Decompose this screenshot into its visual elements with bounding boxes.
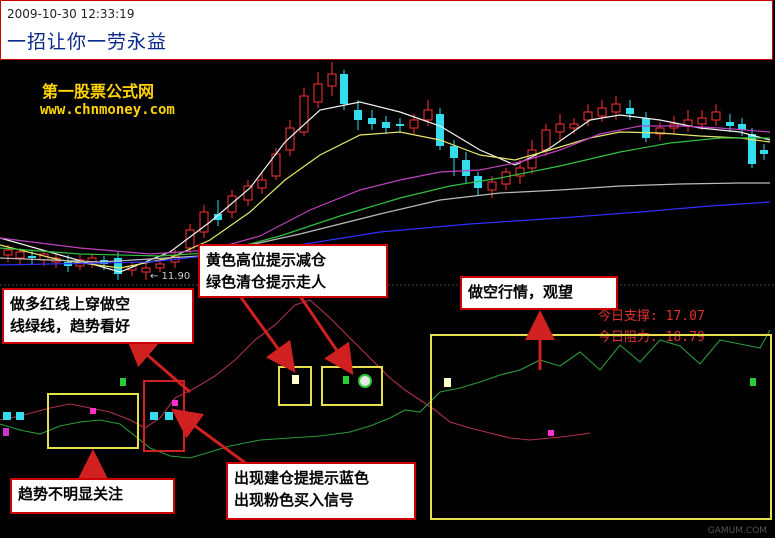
- bull-line-red: [0, 299, 591, 441]
- ma-line-blue: [0, 201, 771, 266]
- callout-line: 出现粉色买入信号: [234, 491, 355, 509]
- candle-body: [515, 167, 525, 177]
- resistance-label: 今日阻力: 18.79: [598, 330, 705, 345]
- candle-body: [450, 146, 458, 158]
- candle-body: [368, 118, 376, 124]
- bear-line-green: [0, 329, 771, 459]
- candle-body: [555, 123, 565, 133]
- candle-body: [354, 110, 362, 120]
- price-marker: ← 11.90: [150, 271, 191, 282]
- callout-line: 黄色高位提示减仓: [206, 251, 327, 269]
- candle-body: [155, 263, 165, 269]
- callout-unclear-trend: 趋势不明显关注: [10, 478, 175, 514]
- timestamp: 2009-10-30 12:33:19: [7, 7, 135, 21]
- ma-line-white: [0, 101, 771, 273]
- candle-body: [436, 114, 444, 146]
- callout-reduce-clear: 黄色高位提示减仓 绿色清仓提示走人: [198, 244, 388, 298]
- support-label: 今日支撑: 17.07: [598, 309, 705, 324]
- highlight-box-unclear: [47, 393, 139, 449]
- candle-body: [626, 108, 634, 114]
- ma-line-green: [0, 137, 770, 257]
- candle-body: [697, 117, 707, 125]
- candle-body: [327, 73, 337, 87]
- candle-body: [423, 109, 433, 121]
- candle-body: [257, 179, 267, 189]
- candle-body: [285, 127, 295, 151]
- candle-body: [569, 123, 579, 129]
- candle-body: [199, 211, 209, 233]
- callout-buy-signal: 出现建仓提提示蓝色 出现粉色买入信号: [226, 462, 416, 520]
- candle-body: [28, 256, 36, 258]
- candle-body: [185, 229, 195, 249]
- candle-body: [748, 134, 756, 164]
- callout-line: 出现建仓提提示蓝色: [234, 469, 370, 487]
- indicator-lines: [0, 299, 771, 459]
- page-title: 一招让你一劳永益: [7, 31, 168, 53]
- stock-chart[interactable]: [0, 60, 775, 538]
- candle-body: [396, 124, 404, 126]
- watermark: GAMUM.COM: [707, 526, 767, 536]
- candle-body: [3, 249, 13, 256]
- candle-body: [738, 124, 746, 130]
- candle-body: [409, 119, 419, 129]
- callout-line: 线绿线，趋势看好: [10, 317, 131, 335]
- highlight-box-short-market: [430, 334, 772, 520]
- callout-line: 绿色清仓提示走人: [206, 273, 327, 291]
- candle-body: [340, 74, 348, 104]
- ma-line-purple: [0, 125, 771, 255]
- callout-line: 做多红线上穿做空: [10, 295, 131, 313]
- candle-body: [462, 160, 470, 176]
- candle-body: [726, 122, 734, 126]
- candle-body: [313, 83, 323, 103]
- callout-bull-cross: 做多红线上穿做空 线绿线，趋势看好: [2, 288, 194, 344]
- candle-body: [141, 267, 151, 273]
- candle-body: [611, 103, 621, 113]
- candle-body: [583, 111, 593, 121]
- clear-signal-icon: [358, 374, 372, 388]
- candle-body: [711, 111, 721, 121]
- callout-short-market: 做空行情，观望: [460, 276, 618, 310]
- header-bar: 2009-10-30 12:33:19 一招让你一劳永益: [0, 0, 773, 60]
- moving-average-lines: [0, 101, 771, 273]
- candle-body: [15, 251, 25, 259]
- candle-body: [760, 150, 768, 154]
- candle-body: [299, 95, 309, 133]
- candle-body: [597, 107, 607, 117]
- candle-body: [114, 258, 122, 274]
- candle-body: [642, 118, 650, 138]
- ma-line-gray: [0, 182, 770, 263]
- candle-body: [382, 122, 390, 128]
- site-name: 第一股票公式网: [42, 82, 155, 101]
- candle-body: [487, 181, 497, 191]
- candle-body: [214, 214, 222, 220]
- candle-body: [655, 127, 665, 135]
- site-url: www.chnmoney.com: [40, 102, 175, 118]
